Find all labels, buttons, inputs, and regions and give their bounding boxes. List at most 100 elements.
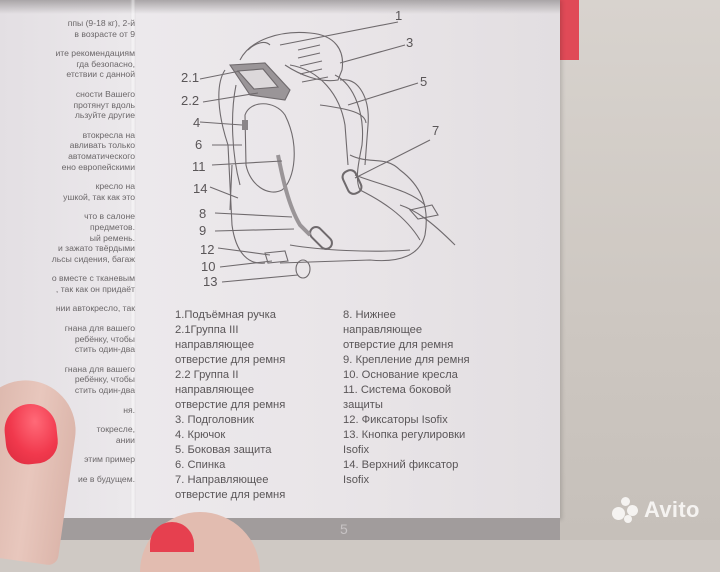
callout-label: 9 [199, 223, 207, 238]
legend-item-continuation: Isofix [343, 474, 370, 486]
text-line: етствии с данной [66, 69, 135, 80]
text-line: авливать только [69, 140, 135, 151]
legend-item-continuation: отверстие для ремня [343, 339, 454, 351]
page-fold [130, 0, 136, 520]
legend-column-1: 1.Подъёмная ручка 2.1Группа III направляющ… [175, 308, 285, 503]
legend-item: 9. Крепление для ремня [343, 354, 470, 366]
legend-item-continuation: отверстие для ремня [175, 489, 286, 501]
avito-watermark: Avito [612, 497, 700, 523]
text-paragraph: этим пример [0, 454, 135, 465]
text-line: сности Вашего [75, 88, 135, 99]
text-paragraph: токресле,ании [0, 424, 135, 445]
legend-item: 12. Фиксаторы Isofix [343, 414, 448, 426]
text-line: льзуйте другие [74, 110, 135, 121]
callout-label: 1 [395, 8, 403, 23]
text-line: ребёнку, чтобы [74, 374, 135, 385]
callout-label: 12 [200, 242, 215, 257]
callout-label: 2.1 [181, 70, 200, 85]
callout-label: 10 [201, 259, 216, 274]
text-line: гнана для вашего [64, 323, 135, 334]
text-line: о вместе с тканевым [51, 273, 135, 284]
text-line: , так как он придаёт [55, 283, 135, 294]
text-line: втокресла на [82, 129, 135, 140]
legend-item: 5. Боковая защита [175, 444, 272, 456]
text-line: ено европейскими [61, 161, 135, 172]
callout-label: 14 [193, 181, 208, 196]
legend-item: 10. Основание кресла [343, 369, 458, 381]
legend-item: 2.2 Группа II [175, 369, 239, 381]
callout-label: 7 [432, 123, 440, 138]
text-line: что в салоне [84, 211, 135, 222]
text-paragraph: о вместе с тканевым, так как он придаёт [0, 273, 135, 294]
legend-column-2: 8. Нижнее направляющее отверстие для ремня… [343, 308, 470, 488]
text-line: протянут вдоль [73, 99, 135, 110]
text-line: ня. [123, 404, 135, 415]
text-line: кресло на [95, 181, 135, 192]
page-bottom-band [0, 518, 560, 540]
text-line: гнана для вашего [64, 363, 135, 374]
legend-item: 4. Крючок [175, 429, 226, 441]
legend-item: 1.Подъёмная ручка [175, 309, 276, 321]
text-line: ый ремень. [89, 232, 135, 243]
red-book-edge [557, 0, 579, 60]
text-line: стить один-два [74, 344, 135, 355]
legend-item: 7. Направляющее [175, 474, 269, 486]
page-number: 5 [340, 521, 348, 537]
avito-logo-icon [612, 497, 640, 523]
legend-item-continuation: защиты [343, 399, 383, 411]
legend-item-continuation: направляющее [175, 339, 255, 351]
callout-label: 3 [406, 35, 414, 50]
page-top-shadow [0, 0, 560, 14]
legend-item: 11. Система боковой [343, 384, 452, 396]
table-background [560, 0, 720, 540]
legend-item: 13. Кнопка регулировки [343, 429, 466, 441]
text-line: предметов. [89, 221, 135, 232]
text-line: нии автокресло, так [55, 303, 135, 314]
legend-item: 14. Верхний фиксатор [343, 459, 459, 471]
avito-wordmark: Avito [644, 497, 700, 522]
callout-label: 8 [199, 206, 207, 221]
legend-item-continuation: отверстие для ремня [175, 399, 286, 411]
legend-item: 8. Нижнее [343, 309, 396, 321]
callout-label: 5 [420, 74, 428, 89]
callout-label: 13 [203, 274, 218, 289]
callout-label: 4 [193, 115, 201, 130]
legend-item: 2.1Группа III [175, 324, 239, 336]
text-paragraph: ня. [0, 405, 135, 416]
legend-item-continuation: Isofix [343, 444, 370, 456]
text-line: ите рекомендациям [55, 48, 135, 59]
text-line: льсы сидения, багаж [51, 253, 135, 264]
text-line: и зажато твёрдыми [57, 243, 135, 254]
text-paragraph: нии автокресло, так [0, 303, 135, 314]
text-paragraph: ие в будущем. [0, 474, 135, 485]
legend-item-continuation: направляющее [175, 384, 255, 396]
text-line: автоматического [68, 150, 135, 161]
text-line: токресле, [96, 424, 135, 435]
callout-label: 11 [192, 159, 206, 174]
text-line: этим пример [84, 454, 135, 465]
text-line: гда безопасно, [76, 58, 135, 69]
legend-item: 3. Подголовник [175, 414, 254, 426]
callout-label: 6 [195, 137, 203, 152]
text-line: стить один-два [74, 385, 135, 396]
text-line: ании [115, 434, 135, 445]
text-line: ушкой, так как это [63, 191, 135, 202]
legend-item-continuation: направляющее [343, 324, 423, 336]
car-seat-diagram [199, 21, 456, 283]
legend-item: 6. Спинка [175, 459, 226, 471]
text-line: в возрасте от 9 [74, 28, 135, 39]
callout-label: 2.2 [181, 93, 200, 108]
text-line: ребёнку, чтобы [74, 333, 135, 344]
text-line: ппы (9-18 кг), 2-й [67, 18, 135, 28]
text-line: ие в будущем. [77, 474, 135, 484]
